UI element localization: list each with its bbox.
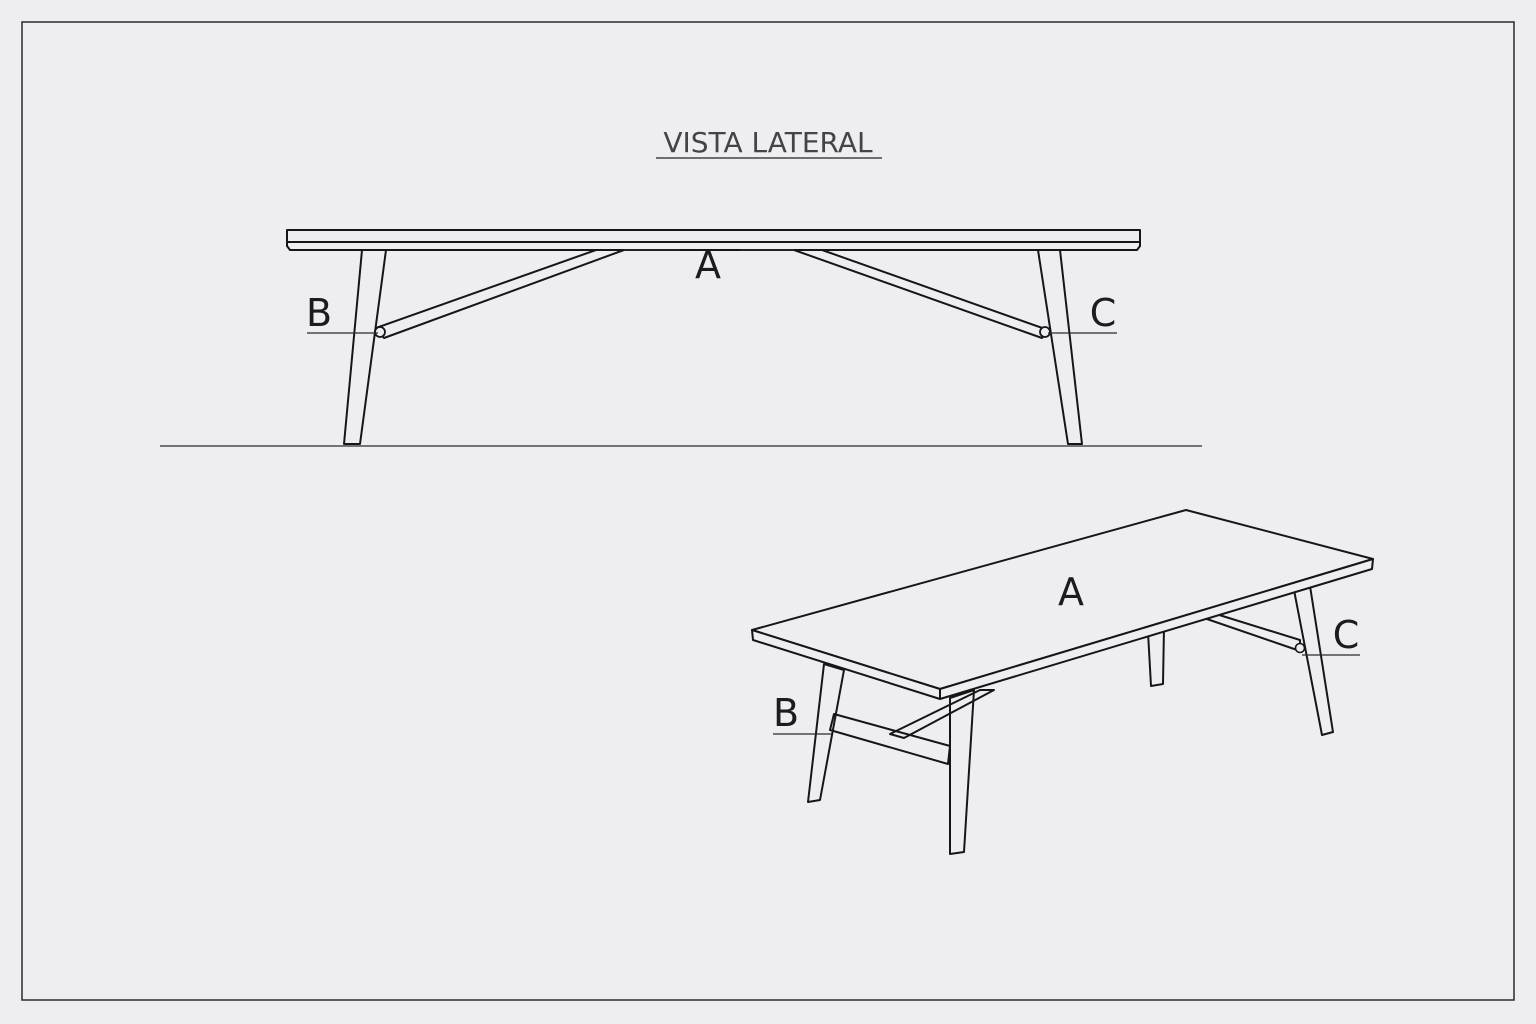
persp-label-b: B	[773, 691, 799, 735]
persp-right-leg	[1293, 585, 1334, 736]
side-view: A B C	[160, 229, 1202, 447]
persp-right-brace	[1203, 613, 1301, 652]
side-label-c: C	[1090, 291, 1117, 335]
view-title: VISTA LATERAL	[663, 126, 873, 159]
side-left-leg	[343, 249, 387, 445]
drawing-frame	[21, 21, 1515, 1001]
side-left-brace	[375, 249, 625, 339]
persp-tabletop-side-edge	[939, 558, 1374, 700]
side-joint-right	[1039, 326, 1051, 338]
side-tabletop	[286, 229, 1141, 251]
persp-label-a: A	[1058, 570, 1084, 614]
persp-front-leg	[949, 689, 975, 855]
side-joint-left	[374, 326, 386, 338]
side-label-b: B	[306, 291, 332, 335]
persp-diagonal-brace	[889, 689, 995, 739]
side-right-brace	[793, 249, 1049, 339]
side-right-leg	[1037, 249, 1083, 445]
persp-joint-right	[1294, 642, 1306, 654]
perspective-view: A B C	[751, 509, 1374, 855]
persp-left-leg	[807, 663, 845, 803]
persp-label-c: C	[1333, 613, 1360, 657]
persp-left-stretcher	[829, 713, 951, 765]
side-label-a: A	[695, 243, 721, 287]
